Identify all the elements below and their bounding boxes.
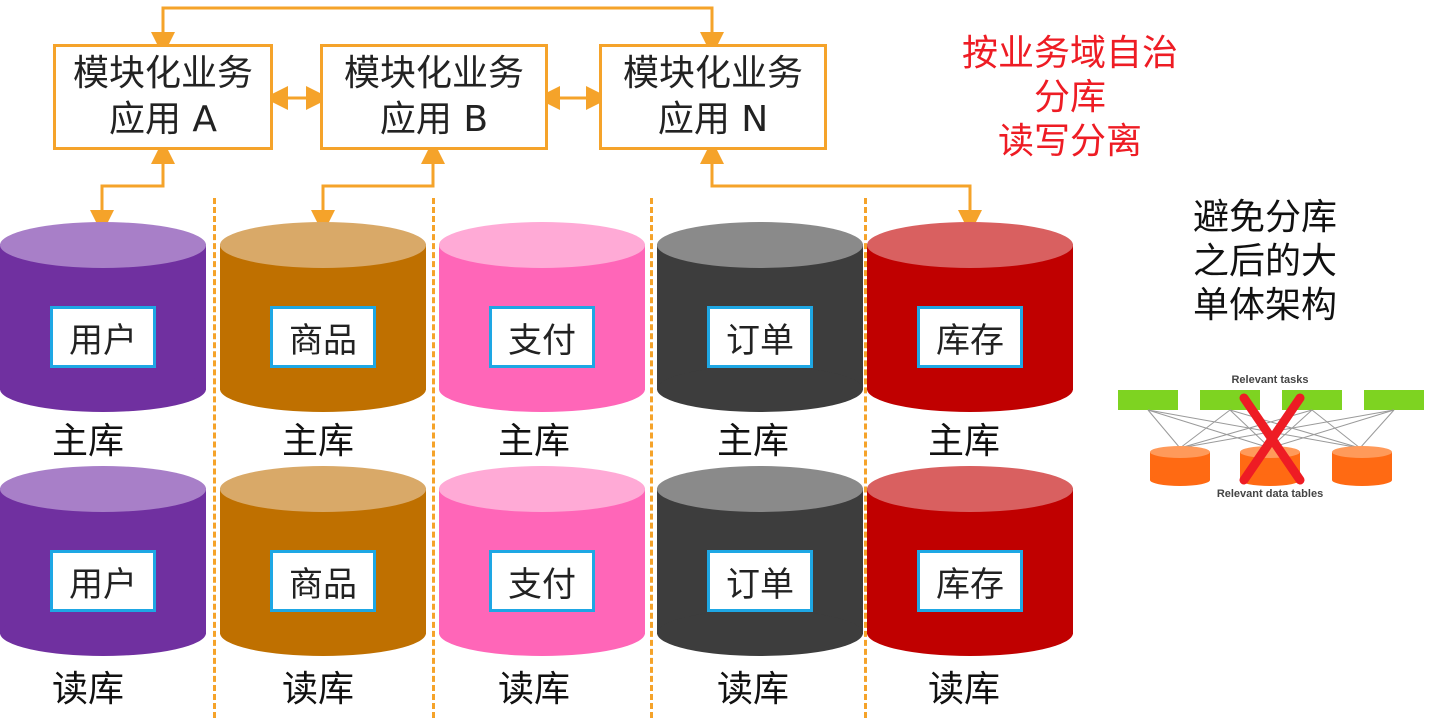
app-a-line1: 模块化业务: [72, 53, 253, 94]
db-top: [220, 466, 426, 512]
db-base: [220, 610, 426, 656]
principle-line3: 读写分离: [997, 121, 1142, 162]
app-box-a: 模块化业务 应用 A: [53, 44, 273, 150]
connector-n-to-stock-db: [700, 140, 982, 234]
db-base: [867, 610, 1073, 656]
app-n-line1: 模块化业务: [622, 53, 803, 94]
db-base: [657, 610, 863, 656]
app-b-line2: 应用 B: [379, 99, 489, 140]
domain-divider: [213, 198, 216, 718]
replica-label: 读库: [498, 669, 571, 710]
db-name-tag: 订单: [707, 550, 813, 612]
product-master-db: 商品: [220, 222, 426, 412]
domain-divider: [864, 198, 867, 718]
db-top: [0, 222, 206, 268]
db-name-tag: 商品: [270, 306, 376, 368]
task-box: [1118, 390, 1178, 410]
db-top: [657, 222, 863, 268]
thumbnail-top-label: Relevant tasks: [1231, 374, 1308, 386]
app-b-line1: 模块化业务: [343, 53, 524, 94]
table-cylinders: [1150, 446, 1392, 486]
user-replica-db: 用户: [0, 466, 206, 656]
master-label: 主库: [717, 421, 790, 462]
stock-master-db: 库存: [867, 222, 1073, 412]
replica-label: 读库: [52, 669, 125, 710]
db-base: [220, 366, 426, 412]
thumbnail-bottom-label: Relevant data tables: [1217, 488, 1323, 500]
connector-a-to-user-db: [90, 140, 175, 234]
avoid-monolith-note: 避免分库 之后的大 单体架构: [1160, 196, 1370, 328]
cross-mark-icon: [1239, 393, 1305, 485]
db-name-tag: 用户: [50, 550, 156, 612]
db-top: [0, 466, 206, 512]
db-name-tag: 用户: [50, 306, 156, 368]
design-principle-note: 按业务域自治 分库 读写分离: [930, 32, 1210, 164]
db-name-tag: 库存: [917, 550, 1023, 612]
app-n-line2: 应用 N: [657, 99, 769, 140]
order-master-db: 订单: [657, 222, 863, 412]
db-top: [867, 466, 1073, 512]
db-name-tag: 订单: [707, 306, 813, 368]
app-box-b: 模块化业务 应用 B: [320, 44, 548, 150]
db-top: [867, 222, 1073, 268]
payment-replica-db: 支付: [439, 466, 645, 656]
task-box: [1364, 390, 1424, 410]
app-box-n: 模块化业务 应用 N: [599, 44, 827, 150]
replica-label: 读库: [928, 669, 1001, 710]
domain-divider: [650, 198, 653, 718]
task-boxes: [1118, 390, 1424, 410]
db-base: [439, 366, 645, 412]
db-top: [220, 222, 426, 268]
avoid-line2: 之后的大: [1192, 241, 1337, 282]
db-name-tag: 商品: [270, 550, 376, 612]
db-top: [439, 466, 645, 512]
db-top: [657, 466, 863, 512]
db-base: [439, 610, 645, 656]
principle-line1: 按业务域自治: [961, 33, 1178, 74]
db-base: [657, 366, 863, 412]
db-base: [0, 366, 206, 412]
app-a-line2: 应用 A: [108, 99, 218, 140]
master-label: 主库: [52, 421, 125, 462]
db-name-tag: 库存: [917, 306, 1023, 368]
product-replica-db: 商品: [220, 466, 426, 656]
db-top: [439, 222, 645, 268]
replica-label: 读库: [717, 669, 790, 710]
stock-replica-db: 库存: [867, 466, 1073, 656]
db-name-tag: 支付: [489, 550, 595, 612]
master-label: 主库: [498, 421, 571, 462]
db-name-tag: 支付: [489, 306, 595, 368]
user-master-db: 用户: [0, 222, 206, 412]
master-label: 主库: [928, 421, 1001, 462]
avoid-line3: 单体架构: [1192, 285, 1337, 326]
payment-master-db: 支付: [439, 222, 645, 412]
connector-a-to-n: [151, 6, 724, 56]
db-base: [0, 610, 206, 656]
principle-line2: 分库: [1033, 77, 1106, 118]
replica-label: 读库: [282, 669, 355, 710]
monolith-thumbnail: Relevant tasks Relevant data tables: [1118, 374, 1424, 500]
domain-divider: [432, 198, 435, 718]
order-replica-db: 订单: [657, 466, 863, 656]
master-label: 主库: [282, 421, 355, 462]
avoid-line1: 避免分库: [1192, 197, 1337, 238]
db-base: [867, 366, 1073, 412]
connector-b-to-product-db: [311, 140, 445, 234]
